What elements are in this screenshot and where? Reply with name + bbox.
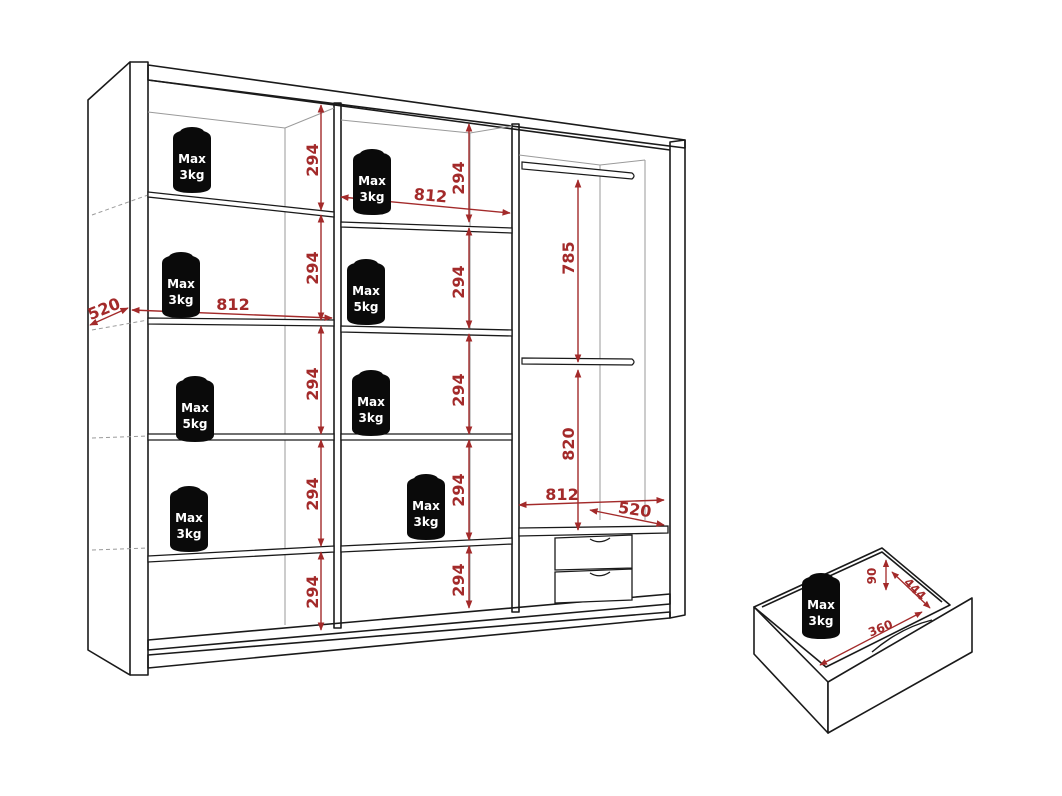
weight-label-max: Max	[167, 277, 195, 291]
weight-label-kg: 5kg	[354, 300, 379, 314]
weight-label-max: Max	[175, 511, 203, 525]
weight-label-max: Max	[807, 598, 835, 612]
dim-c1-h1: 294	[303, 143, 322, 176]
left-front-post	[130, 61, 149, 676]
weight-icon: Max 3kg	[352, 370, 390, 436]
shelf-c1-1	[147, 191, 335, 218]
dim-c2-h4: 294	[449, 473, 468, 506]
dim-drawer-height: 90	[865, 568, 879, 585]
divider-1	[333, 102, 342, 629]
weight-label-kg: 3kg	[177, 527, 202, 541]
weight-label-kg: 3kg	[180, 168, 205, 182]
shelf-c2-1	[340, 221, 513, 234]
dim-c1-h5: 294	[303, 575, 322, 608]
shelf-c1-3	[147, 433, 335, 441]
shelf-c2-4	[340, 537, 513, 553]
weight-icon: Max 5kg	[347, 259, 385, 325]
dim-c2-h3: 294	[449, 373, 468, 406]
weight-label-max: Max	[181, 401, 209, 415]
dim-hang-upper: 785	[559, 241, 578, 274]
shelf-c2-3	[340, 433, 513, 441]
dim-c1-h2: 294	[303, 251, 322, 284]
dim-left-shelf-width: 812	[216, 295, 249, 314]
dim-c2-h5: 294	[449, 563, 468, 596]
rail-upper	[521, 161, 635, 180]
shelf-c3	[518, 525, 669, 537]
weight-icon: Max 3kg	[173, 127, 211, 193]
bottom-plinth	[147, 611, 671, 669]
left-side-panel	[87, 61, 131, 676]
dim-c1-h4: 294	[303, 477, 322, 510]
weight-label-kg: 3kg	[809, 614, 834, 628]
weight-icon: Max 3kg	[162, 252, 200, 318]
weight-icon: Max 3kg	[170, 486, 208, 552]
weight-icon: Max 3kg	[802, 573, 840, 639]
divider-2	[511, 123, 520, 613]
base-panel	[147, 593, 671, 651]
dim-hang-lower: 820	[559, 427, 578, 460]
weight-label-kg: 3kg	[169, 293, 194, 307]
weight-label-kg: 3kg	[359, 411, 384, 425]
weight-label-kg: 3kg	[414, 515, 439, 529]
shelf-c1-2	[147, 317, 335, 327]
weight-icons: Max 3kg Max 3kg Max 5kg Max 3kg Max	[162, 127, 445, 552]
dim-c2-h2: 294	[449, 265, 468, 298]
dim-top-shelf-width: 812	[413, 185, 448, 207]
top-panel	[147, 64, 686, 149]
weight-label-max: Max	[412, 499, 440, 513]
dimension-labels: 294 294 294 294 294 294 294 294 294 294 …	[85, 143, 653, 608]
weight-label-max: Max	[178, 152, 206, 166]
drawer-front	[827, 597, 973, 734]
weight-icon: Max 5kg	[176, 376, 214, 442]
dim-c1-h3: 294	[303, 367, 322, 400]
inner-drawer-2	[554, 568, 633, 604]
shelf-c1-4	[147, 545, 335, 563]
weight-icon: Max 3kg	[353, 149, 391, 215]
weight-label-kg: 5kg	[183, 417, 208, 431]
dim-rail-depth: 520	[617, 498, 653, 521]
weight-label-max: Max	[357, 395, 385, 409]
weight-label-kg: 3kg	[360, 190, 385, 204]
wardrobe-frame	[87, 61, 686, 676]
inner-drawer-1	[554, 534, 633, 571]
weight-label-max: Max	[358, 174, 386, 188]
weight-icon: Max 3kg	[407, 474, 445, 540]
dim-rail-width: 812	[545, 485, 578, 504]
drawer-detail: 360 90 444 Max 3kg	[753, 547, 973, 734]
dim-c2-h1: 294	[449, 161, 468, 194]
shelf-c2-2	[340, 325, 513, 337]
weight-label-max: Max	[352, 284, 380, 298]
inner-drawers	[554, 534, 633, 604]
right-front-post	[669, 139, 686, 619]
